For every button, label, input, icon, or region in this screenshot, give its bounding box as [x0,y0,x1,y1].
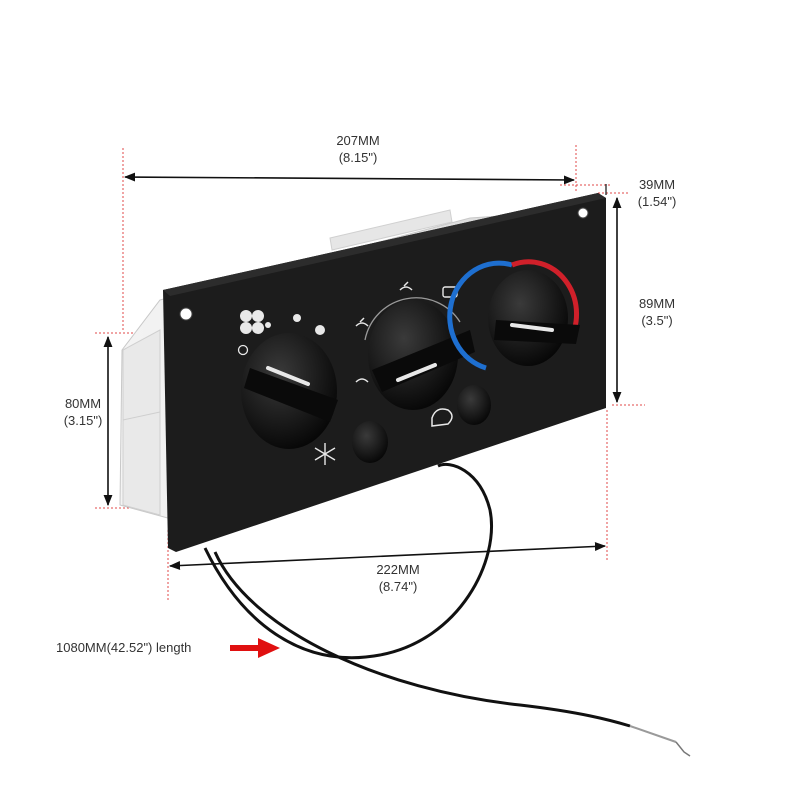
recirculation-button[interactable] [457,385,491,425]
cable-arrow-icon [230,638,280,658]
dimension-in: (8.15") [338,150,378,165]
dimension-mm: 39MM [638,177,676,192]
dimension-in: (3.15") [63,413,103,428]
dimension-width-bottom: 222MM (8.74") [358,561,438,595]
mode-knob[interactable] [364,297,475,410]
dimension-in: (1.54") [637,194,677,209]
dimension-mm: 89MM [638,296,676,311]
dimension-mm: 207MM [336,133,380,148]
fan-speed-dots [237,314,325,356]
fan-speed-knob[interactable] [241,333,338,449]
control-cable [203,462,691,757]
mounting-hole [577,207,589,219]
cold-arc [447,260,513,371]
fan-icon [240,310,264,334]
recirculation-icon [431,408,453,427]
dimension-mm: 80MM [64,396,102,411]
temperature-knob[interactable] [447,259,580,371]
airflow-icons [355,281,413,383]
dimension-in: (8.74") [378,579,418,594]
guide-lines [95,145,645,600]
dimension-in: (3.5") [641,313,673,328]
snowflake-icon [314,443,336,465]
dimension-depth: 39MM (1.54") [622,176,692,210]
dimension-mm: 222MM [376,562,420,577]
dimension-height-right: 89MM (3.5") [622,295,692,329]
dimension-line-bottom [168,541,607,571]
ac-button[interactable] [352,421,388,463]
dimension-width-top: 207MM (8.15") [318,132,398,166]
mounting-hole [179,307,193,321]
dimension-line-top [123,172,576,185]
hot-arc [511,259,580,342]
dimension-height-left: 80MM (3.15") [48,395,118,429]
dimension-lines [103,172,622,571]
cable-length-label: 1080MM(42.52") length [56,640,192,655]
